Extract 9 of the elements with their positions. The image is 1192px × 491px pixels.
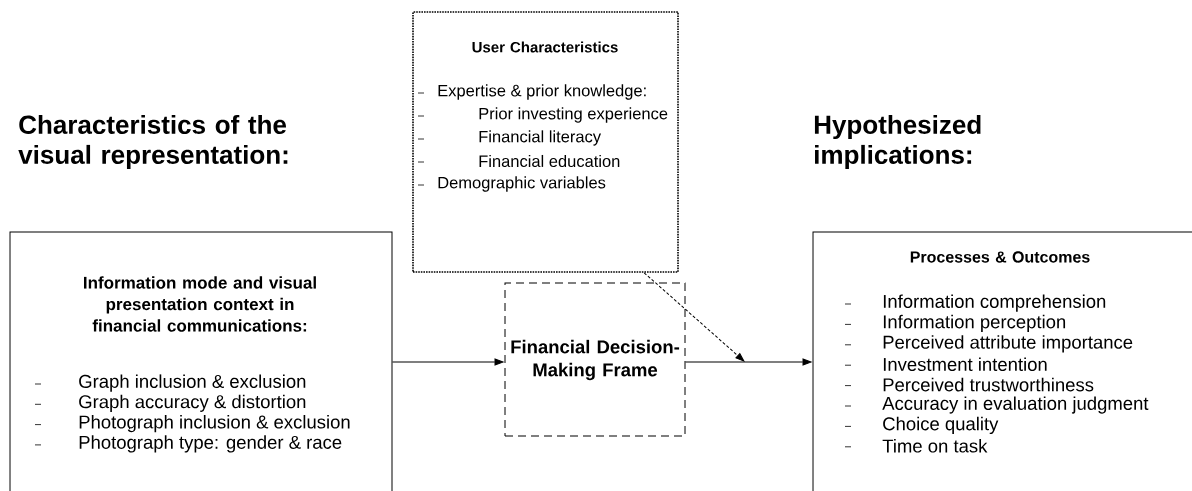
arrow (643, 272, 745, 362)
dashed-box: Financial Decision-Making Frame (504, 282, 686, 437)
section-heading: Hypothesized implications: (814, 114, 981, 170)
process-box: Processes & Outcomes Information comprehension Information perception Perceived attribute importance Investment intention Perceived trustworthiness Accuracy in evaluation judgment Choice quality Time on task (812, 231, 1192, 491)
arrow (392, 358, 504, 366)
section-heading: Characteristics of the visual representation: (18, 114, 288, 170)
dotted-box: User Characteristics Expertise & prior knowledge: Prior investing experience Financial literacy Financial education Demographic variables (412, 11, 679, 273)
arrow (685, 358, 812, 366)
process-box: Information mode and visual presentation context in financial communications: Graph inclusion & exclusion Graph accuracy & distortion Photograph inclusion & exclusion Photograph type: gender & race (9, 231, 393, 491)
